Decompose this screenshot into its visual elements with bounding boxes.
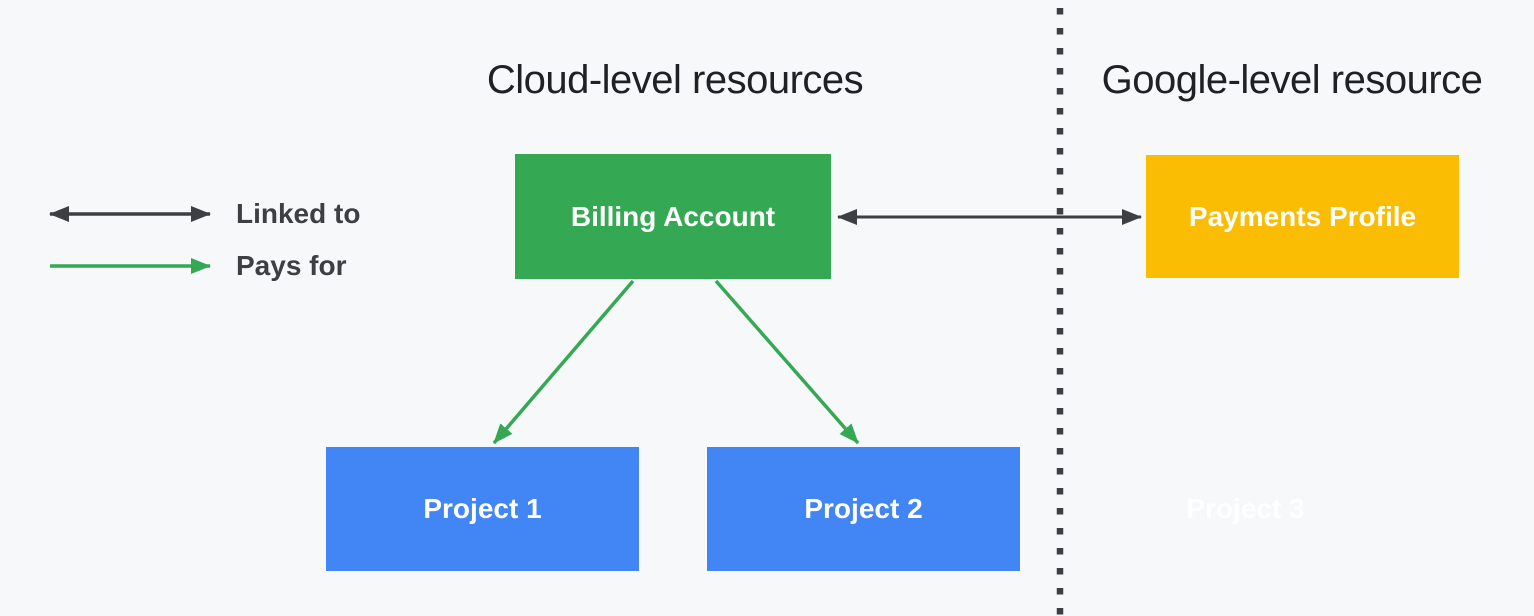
project-2-label: Project 2	[804, 493, 923, 524]
google-section-title: Google-level resource	[1101, 58, 1483, 102]
project-3-label: Project 3	[1186, 493, 1305, 524]
project-1-label: Project 1	[423, 493, 542, 524]
payments-profile-node	[1146, 155, 1459, 278]
edge-billing-to-project2-arrow	[714, 279, 860, 445]
payments-profile-label: Payments Profile	[1188, 200, 1417, 232]
cloud-section-title: Cloud-level resources	[486, 58, 864, 102]
legend-pays-for-label: Pays for	[236, 250, 347, 281]
project-1-node	[326, 447, 639, 571]
legend-linked-to-label: Linked to	[236, 198, 361, 229]
billing-account-node	[515, 154, 831, 279]
project-2-node	[707, 447, 1020, 571]
billing-account-label: Billing Account	[570, 200, 776, 232]
edge-billing-to-project1-arrow	[492, 279, 635, 445]
